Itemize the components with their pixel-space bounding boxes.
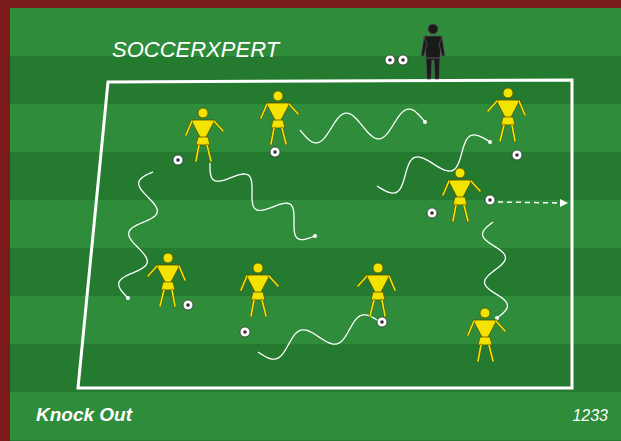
player xyxy=(241,263,278,316)
player xyxy=(261,91,298,144)
drill-title: Knock Out xyxy=(36,404,132,425)
path-end-dot xyxy=(423,120,427,124)
dribble-path xyxy=(119,172,158,298)
balls xyxy=(173,55,522,337)
players xyxy=(148,88,525,361)
grass-stripe xyxy=(10,440,621,441)
dribble-path xyxy=(210,163,315,240)
grass-stripe xyxy=(10,8,621,56)
player xyxy=(148,253,185,306)
dribble-paths xyxy=(119,109,508,359)
drill-number: 1233 xyxy=(572,407,608,424)
grass-stripe xyxy=(10,248,621,296)
dribble-path xyxy=(258,315,380,359)
dribble-path xyxy=(483,222,508,318)
drill-number-holder: 1233 xyxy=(572,407,608,425)
path-end-dot xyxy=(126,296,130,300)
ball xyxy=(398,55,408,65)
player xyxy=(358,263,395,316)
goalkeeper xyxy=(421,24,445,79)
ball xyxy=(512,150,522,160)
path-end-dot xyxy=(313,234,317,238)
arrow-head xyxy=(560,199,568,207)
drill-title-holder: Knock Out xyxy=(36,404,132,426)
ball xyxy=(385,55,395,65)
dribble-path xyxy=(300,109,425,143)
ball xyxy=(427,208,437,218)
grass-stripe xyxy=(10,200,621,248)
path-end-dot xyxy=(495,316,499,320)
ball xyxy=(183,300,193,310)
grass-stripe xyxy=(10,344,621,392)
brand-logo: SOCCERXPERT xyxy=(112,37,279,62)
grass-stripes xyxy=(10,8,621,441)
player xyxy=(443,168,480,221)
ball xyxy=(240,327,250,337)
path-end-dot xyxy=(488,140,492,144)
pass-arrow xyxy=(498,202,562,203)
player xyxy=(488,88,525,141)
ball xyxy=(270,147,280,157)
grass-stripe xyxy=(10,392,621,440)
brand-logo-holder: SOCCERXPERT xyxy=(112,37,279,63)
player xyxy=(186,108,223,161)
ball xyxy=(173,155,183,165)
player xyxy=(468,308,505,361)
ball xyxy=(485,195,495,205)
field-boundary xyxy=(78,80,572,388)
grass-stripe xyxy=(10,296,621,344)
ball xyxy=(377,317,387,327)
